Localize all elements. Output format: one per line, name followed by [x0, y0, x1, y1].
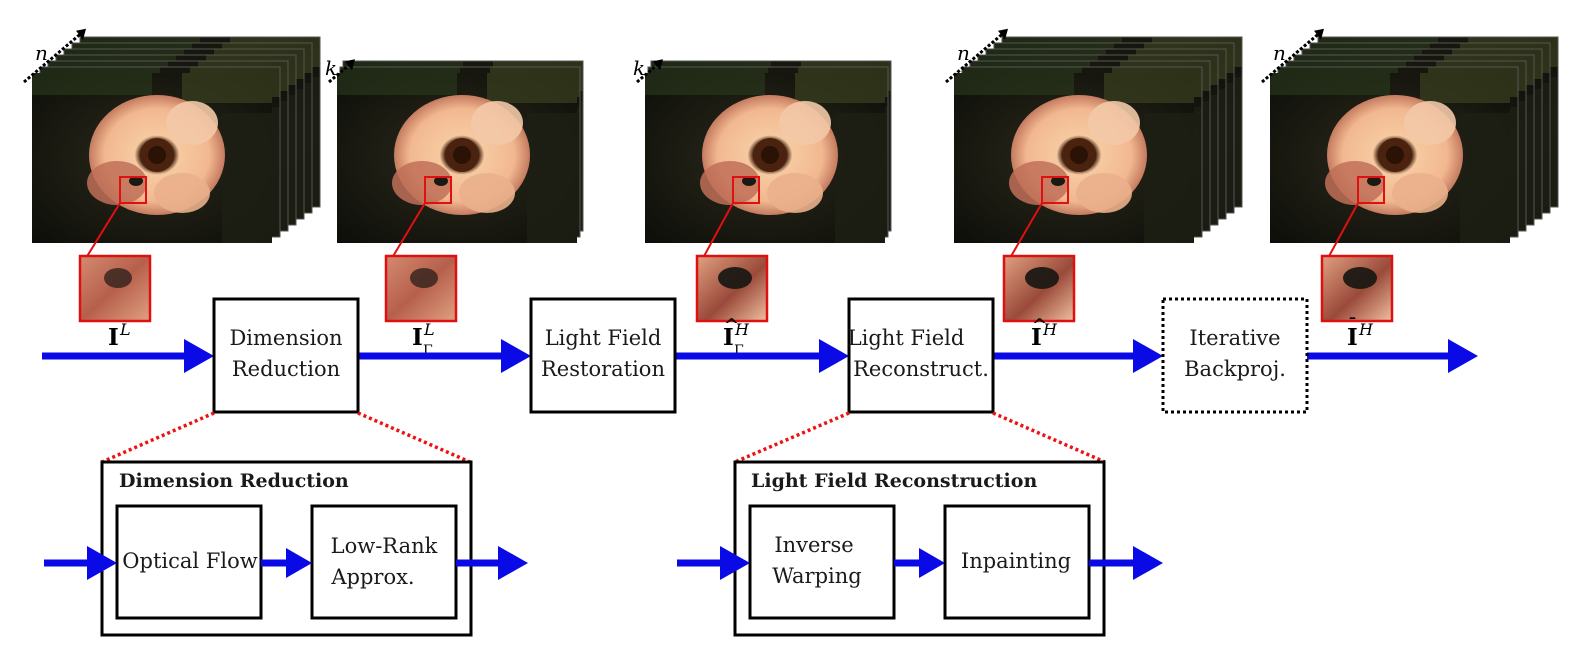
arrow-reconstruct-to-backproj: [993, 339, 1163, 373]
dimension-reduction-line1: Dimension: [229, 326, 342, 350]
signal-superscript: L: [423, 320, 435, 339]
zoom-inset: [78, 254, 152, 323]
signal-superscript: L: [119, 320, 131, 339]
light-field-reconstruct-line1: Light Field: [848, 326, 965, 350]
detail-connectors: [101, 411, 1106, 464]
zoom-inset: [1002, 254, 1076, 323]
light-field-reconstruct-line2: Reconstruct.: [853, 357, 989, 381]
zoom-inset: [695, 254, 769, 323]
light-field-reconstruction-detail-title: Light Field Reconstruction: [751, 470, 1037, 492]
light-field-stack-3: k: [633, 56, 892, 323]
arrow-dr-detail-in: [44, 546, 117, 580]
signal-subscript: Γ: [734, 343, 744, 359]
arrow-input: [42, 339, 214, 373]
iterative-backprojection-box: Iterative Backproj.: [1161, 297, 1309, 414]
inpainting-label: Inpainting: [961, 549, 1071, 573]
signal-accent: ^: [724, 315, 739, 336]
light-field-reconstruct-box: Light Field Reconstruct.: [847, 297, 995, 414]
signal-base: I: [108, 324, 119, 351]
iterative-backprojection-line1: Iterative: [1189, 326, 1280, 350]
stack-axis-arrow-icon: [1261, 28, 1324, 84]
signal-base: I: [1031, 324, 1042, 351]
inverse-warping-line1: Inverse: [774, 533, 853, 557]
dimension-reduction-line2: Reduction: [232, 357, 340, 381]
light-field-stack-4: n: [945, 28, 1243, 323]
arrow-restoration-to-reconstruct: [675, 339, 849, 373]
dimension-reduction-detail-title: Dimension Reduction: [119, 470, 349, 492]
light-field-restoration-box: Light Field Restoration: [529, 297, 677, 414]
arrow-output: [1307, 339, 1478, 373]
optical-flow-label: Optical Flow: [122, 549, 257, 573]
stack-front-image: [32, 73, 272, 243]
stack-front-image: [645, 73, 885, 243]
stack-axis-arrow-icon: [636, 59, 663, 84]
light-field-restoration-line2: Restoration: [541, 357, 665, 381]
low-rank-line2: Approx.: [330, 565, 414, 589]
signal-label-s5: I¯H: [1347, 315, 1374, 351]
stack-axis-label: n: [35, 41, 48, 65]
arrow-lfr-detail-in: [677, 546, 750, 580]
signal-superscript: H: [734, 320, 750, 339]
signal-subscript: Γ: [423, 343, 433, 359]
signal-label-s3: I^HΓ: [723, 315, 750, 359]
stack-axis-arrow-icon: [23, 28, 86, 84]
arrow-dr-to-restoration: [358, 339, 531, 373]
inverse-warping-line2: Warping: [772, 564, 861, 588]
signal-label-s4: I^H: [1031, 315, 1058, 351]
signal-base: I: [723, 324, 734, 351]
stack-axis-arrow-icon: [945, 28, 1008, 84]
stack-axis-arrow-icon: [328, 59, 355, 84]
zoom-inset: [1320, 254, 1394, 323]
stack-front-image: [1270, 73, 1510, 243]
light-field-restoration-line1: Light Field: [545, 326, 662, 350]
stack-axis-label: k: [633, 56, 645, 80]
arrow-warping-to-inpainting: [894, 548, 945, 578]
signal-base: I: [1347, 324, 1358, 351]
zoom-inset: [384, 254, 458, 323]
stack-front-image: [337, 73, 577, 243]
signal-base: I: [412, 324, 423, 351]
arrow-optical-flow-to-lowrank: [261, 548, 312, 578]
stack-axis-label: n: [1273, 41, 1286, 65]
signal-superscript: H: [1358, 320, 1374, 339]
stack-axis-label: n: [957, 41, 970, 65]
arrow-lfr-detail-out: [1089, 546, 1163, 580]
stack-front-image: [954, 73, 1194, 243]
signal-superscript: H: [1042, 320, 1058, 339]
light-field-stack-1: n: [23, 28, 321, 323]
arrow-dr-detail-out: [456, 546, 528, 580]
light-field-stack-2: k: [325, 56, 584, 323]
light-field-stack-5: n: [1261, 28, 1559, 323]
stack-axis-label: k: [325, 56, 337, 80]
dimension-reduction-box: Dimension Reduction: [212, 297, 360, 414]
iterative-backprojection-line2: Backproj.: [1184, 357, 1286, 381]
low-rank-line1: Low-Rank: [331, 534, 438, 558]
signal-accent: ^: [1032, 315, 1047, 336]
signal-accent: ¯: [1348, 315, 1357, 336]
